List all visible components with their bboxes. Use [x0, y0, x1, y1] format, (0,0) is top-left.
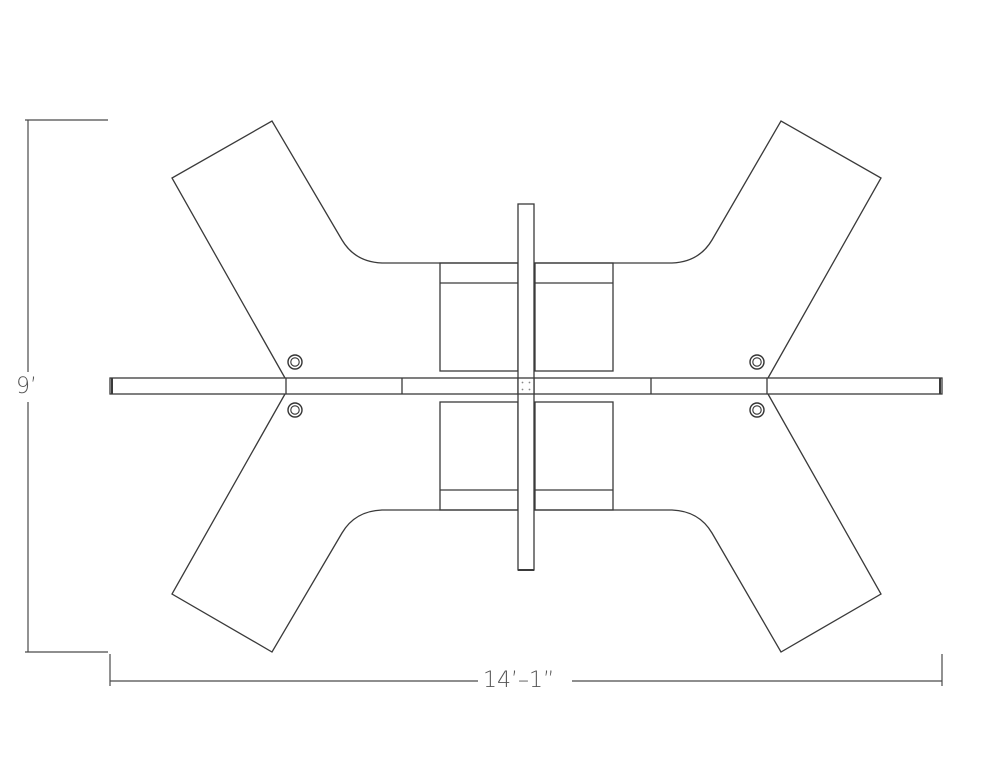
- top-storage-units: [439, 262, 614, 372]
- cross-divider-panel: [517, 203, 535, 571]
- grommet-icon: [749, 402, 765, 418]
- grommet-icon: [287, 402, 303, 418]
- grommet-icon: [287, 354, 303, 370]
- grommet-icon: [749, 354, 765, 370]
- height-dimension-label: 9’: [16, 374, 37, 400]
- height-dimension: [25, 119, 108, 653]
- bottom-storage-units: [439, 401, 614, 511]
- center-post-icon: [521, 381, 531, 391]
- width-dimension: [109, 654, 943, 686]
- width-dimension-label: 14’–1”: [479, 670, 559, 692]
